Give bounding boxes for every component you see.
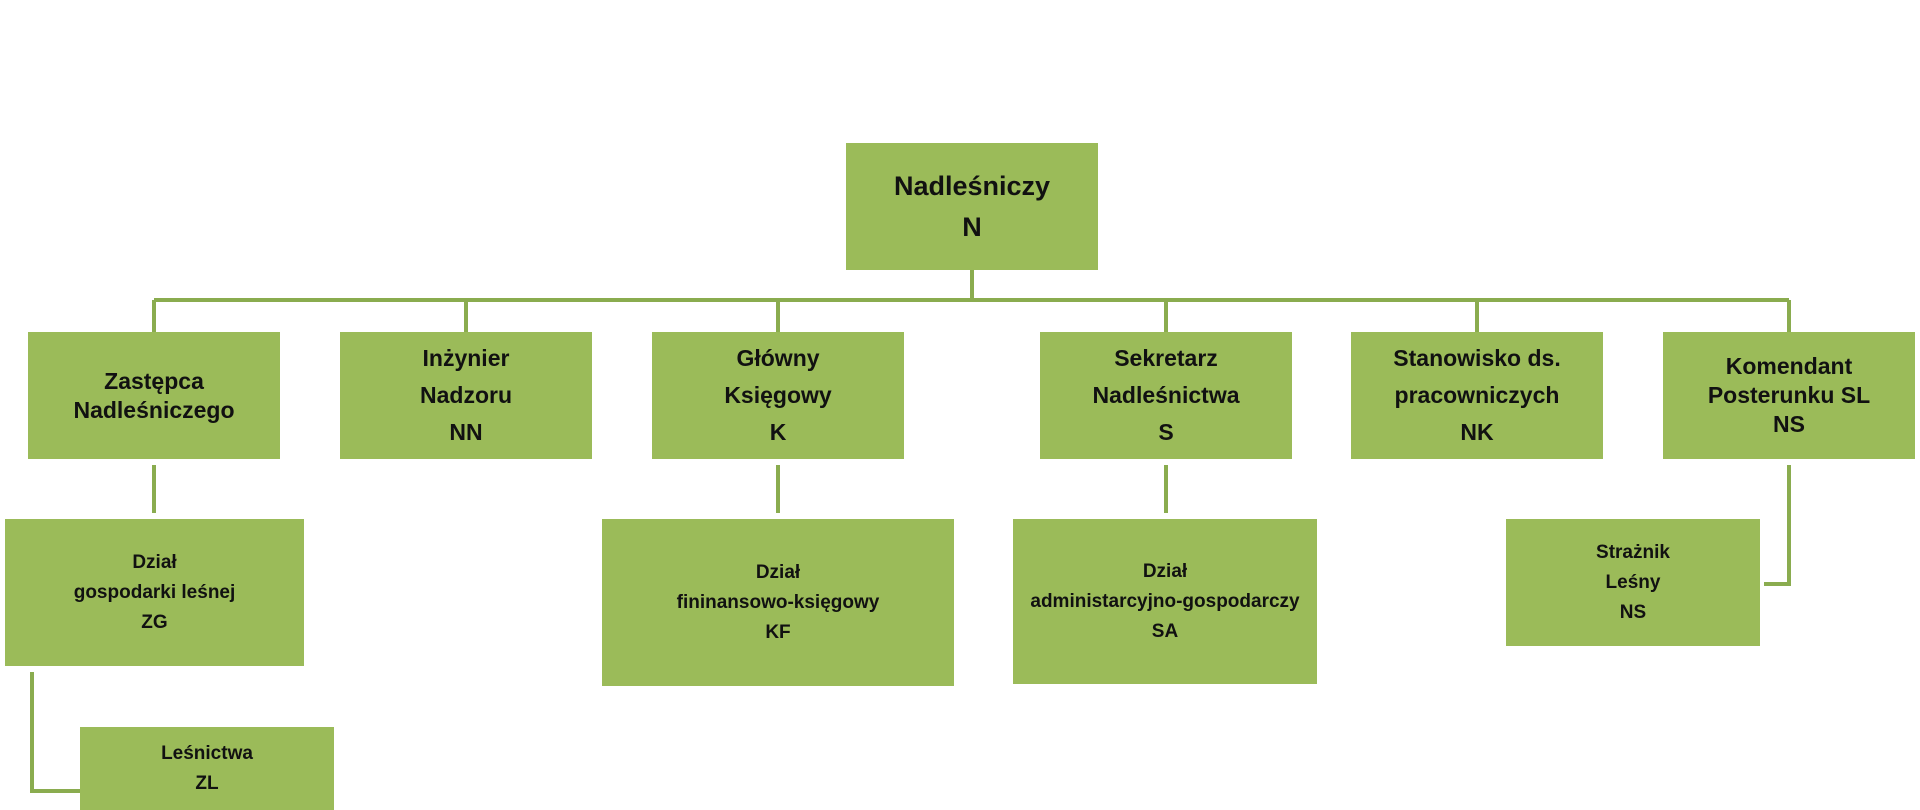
org-box-label: pracowniczych	[1394, 382, 1560, 408]
org-box-label: Leśnictwa	[161, 742, 253, 764]
org-box-label: Księgowy	[724, 382, 832, 408]
org-box-label: ZL	[195, 772, 219, 794]
org-box-label: Posterunku SL	[1707, 382, 1871, 408]
org-box-label: Komendant	[1725, 353, 1853, 379]
org-box-label: Główny	[736, 345, 820, 371]
org-box-label: Zastępca	[104, 367, 204, 394]
org-box-label: Stanowisko ds.	[1393, 345, 1561, 371]
connector-lesnictwa	[30, 672, 80, 793]
org-box-label: NK	[1460, 419, 1494, 445]
org-box-label: NN	[449, 419, 483, 445]
org-box-label: ZG	[141, 611, 168, 633]
org-box-label: gospodarki leśnej	[73, 581, 236, 603]
org-box-label: KF	[765, 621, 791, 643]
org-box-label: K	[769, 419, 787, 445]
org-box-label: Nadzoru	[420, 382, 512, 408]
org-box-label: fininansowo-księgowy	[676, 591, 880, 613]
org-box-label: Inżynier	[422, 345, 510, 371]
org-box-label: Nadleśniczy	[893, 170, 1051, 201]
org-box-label: Sekretarz	[1114, 345, 1218, 371]
org-box-label: N	[962, 211, 982, 242]
org-box-label: S	[1158, 419, 1174, 445]
connector-straznik	[1764, 465, 1791, 586]
org-box-label: NS	[1773, 411, 1805, 437]
org-box-label: Dział	[755, 561, 801, 583]
org-box-label: Nadleśnictwa	[1092, 382, 1240, 408]
org-box-label: Dział	[132, 551, 177, 573]
org-box-label: NS	[1619, 601, 1647, 623]
org-box-label: SA	[1151, 620, 1179, 642]
org-box-label: administarcyjno-gospodarczy	[1030, 590, 1300, 612]
org-box-label: Nadleśniczego	[73, 396, 235, 423]
org-box-label: Leśny	[1605, 571, 1661, 593]
org-box-label: Strażnik	[1596, 541, 1670, 563]
org-box-label: Dział	[1142, 560, 1188, 582]
